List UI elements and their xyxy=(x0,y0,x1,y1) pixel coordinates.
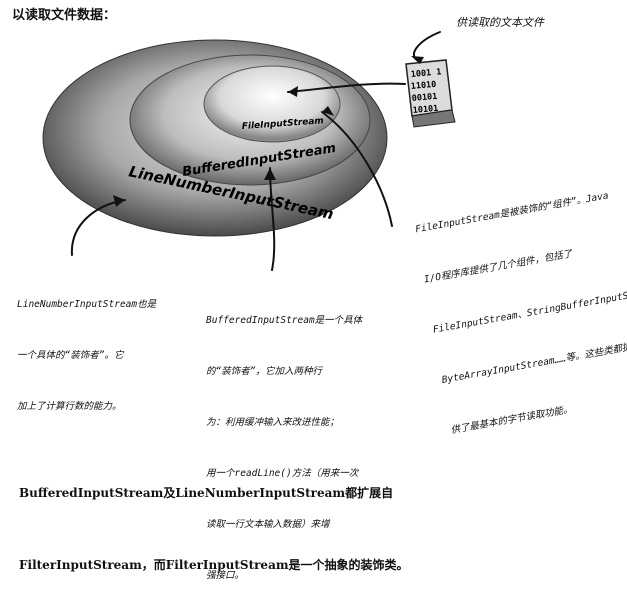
page-title: 以读取文件数据： xyxy=(12,8,117,23)
note-line: ByteArrayInputStream……等。这些类都提 xyxy=(440,341,627,386)
file-line: 00101 xyxy=(411,92,437,104)
footer-line: FilterInputStream，而FilterInputStream是一个抽… xyxy=(19,558,409,572)
note-line: 用一个readLine()方法（用来一次 xyxy=(206,468,359,479)
note-line: FileInputStream、StringBufferInputStream、 xyxy=(432,283,627,336)
file-line: 11010 xyxy=(410,80,436,92)
decorator-diagram: FileInputStream BufferedInputStream Line… xyxy=(42,31,456,271)
file-line: 1001 1 xyxy=(410,67,441,80)
arrow-stream-to-inner xyxy=(287,82,406,93)
text-file-label: 供读取的文本文件 xyxy=(456,16,544,29)
arrow-note-to-file-input-stream xyxy=(321,111,393,227)
note-line: I/O程序库提供了几个组件，包括了 xyxy=(423,248,574,286)
note-line: FileInputStream是被装饰的“组件”。Java xyxy=(414,190,610,236)
note-line: 一个具体的“装饰者”。它 xyxy=(17,350,124,361)
note-line: 加上了计算行数的能力。 xyxy=(17,401,122,412)
footer-text: BufferedInputStream及LineNumberInputStrea… xyxy=(19,433,409,601)
note-line: 的“装饰者”，它加入两种行 xyxy=(206,366,322,377)
note-line: BufferedInputStream是一个具体 xyxy=(206,315,363,326)
ring-file-input-stream xyxy=(203,65,341,143)
file-line: 10101 xyxy=(412,104,438,116)
note-line: 为：利用缓冲输入来改进性能； xyxy=(206,417,340,428)
footer-line: BufferedInputStream及LineNumberInputStrea… xyxy=(19,486,394,500)
note-line-number-input-stream: LineNumberInputStream也是 一个具体的“装饰者”。它 加上了… xyxy=(17,262,156,432)
text-file-icon: 1001 1 11010 00101 10101 xyxy=(405,59,456,128)
note-line: LineNumberInputStream也是 xyxy=(17,299,157,310)
